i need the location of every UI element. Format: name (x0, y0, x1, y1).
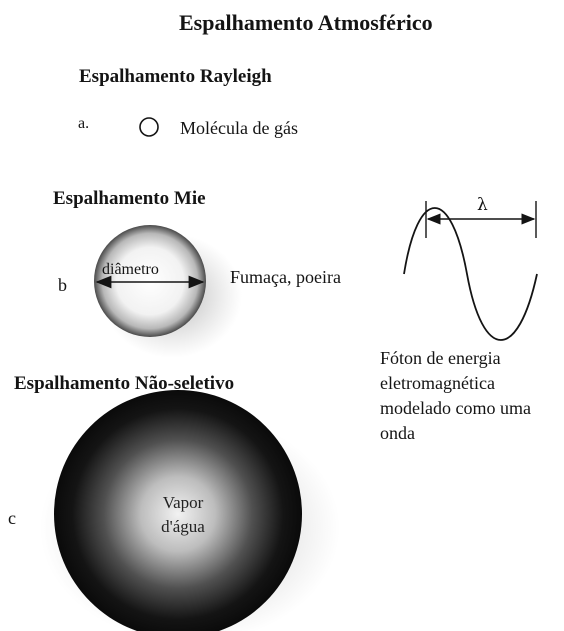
rayleigh-label: a. (78, 115, 90, 132)
mie-particle (94, 225, 206, 337)
wave-caption: Fóton de energia eletromagnética modelad… (380, 348, 531, 443)
diameter-label: diâmetro (102, 261, 159, 278)
nonselective-label: c (8, 508, 16, 528)
water-vapor-label: Vapor d'água (148, 491, 218, 539)
nonselective-heading: Espalhamento Não-seletivo (14, 373, 235, 394)
rayleigh-note: Molécula de gás (180, 118, 298, 138)
mie-heading: Espalhamento Mie (53, 188, 206, 209)
rayleigh-heading: Espalhamento Rayleigh (79, 66, 272, 87)
lambda-symbol: λ (477, 195, 488, 215)
diagram-title: Espalhamento Atmosférico (179, 10, 433, 35)
water-vapor-line-1: Vapor (162, 493, 204, 512)
mie-label: b (58, 275, 67, 295)
water-vapor-particle (54, 390, 302, 631)
photon-wave (403, 207, 538, 341)
water-vapor-line-2: d'água (161, 517, 205, 536)
gas-molecule-circle (139, 117, 159, 137)
mie-note: Fumaça, poeira (230, 267, 341, 287)
